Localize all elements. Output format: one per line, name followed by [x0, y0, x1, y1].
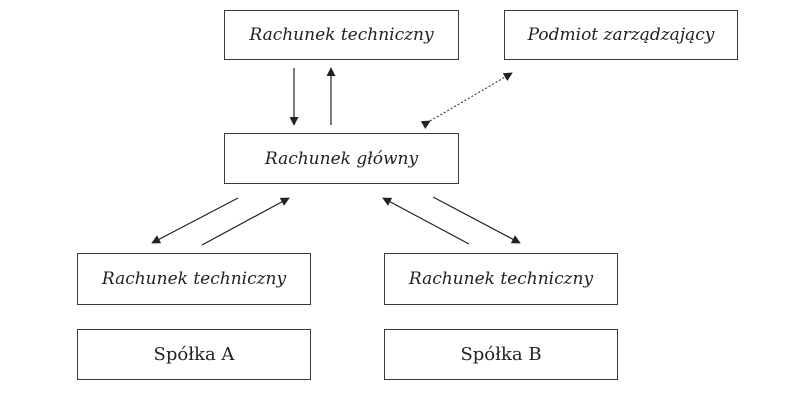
arrow-main-to-tech-right: [432, 196, 521, 244]
arrow-tech-left-to-main: [201, 197, 290, 246]
box-tech-account-right: Rachunek techniczny: [384, 253, 618, 305]
box-tech-account-left: Rachunek techniczny: [77, 253, 311, 305]
box-main-account: Rachunek główny: [224, 133, 459, 184]
box-company-b: Spółka B: [384, 329, 618, 380]
dotted-arrow-main-manager: [420, 72, 513, 129]
box-tech-account-top: Rachunek techniczny: [224, 10, 459, 60]
box-management-entity: Podmiot zarządzający: [504, 10, 738, 60]
arrow-tech-right-to-main: [382, 197, 470, 245]
arrow-main-to-tech-left: [151, 197, 239, 244]
box-company-a: Spółka A: [77, 329, 311, 380]
